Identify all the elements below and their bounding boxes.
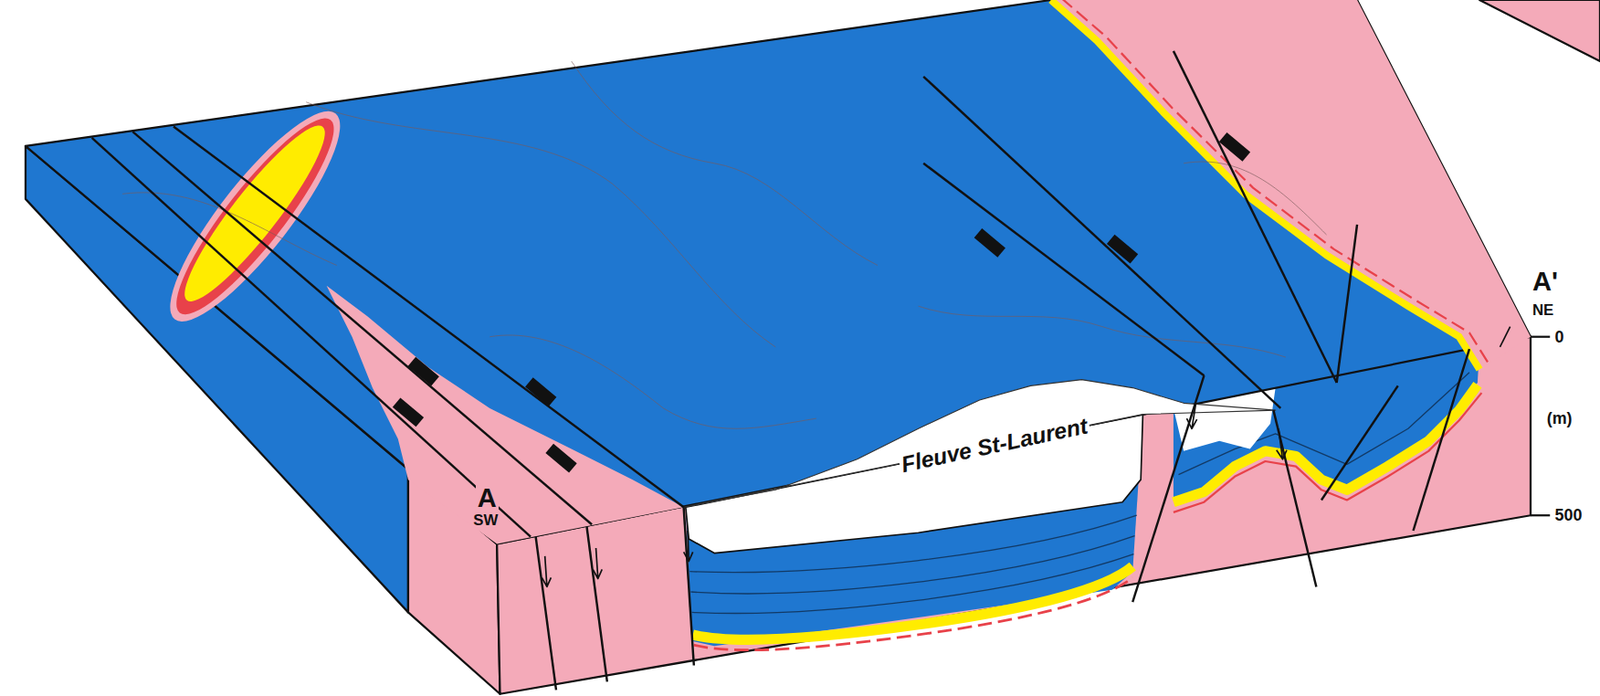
right-block-yellow xyxy=(1173,384,1478,502)
scale-unit: (m) xyxy=(1545,410,1575,429)
pink-outcrop-left xyxy=(326,285,685,545)
scale-value: 500 xyxy=(1553,506,1585,526)
fault-arrows xyxy=(541,326,1510,588)
panel-corner xyxy=(1479,0,1600,62)
contour-lines xyxy=(122,61,1327,429)
basin-red-dashed xyxy=(694,577,1133,650)
top-surface xyxy=(25,0,1531,545)
red-contact-dashed xyxy=(1061,0,1490,366)
river-name: Fleuve St-Laurent xyxy=(897,413,1093,478)
direction-label: NE xyxy=(1530,302,1556,320)
fault-lines xyxy=(92,51,1470,690)
scale-value: 0 xyxy=(1553,328,1567,348)
section-endpoint: A xyxy=(475,484,499,513)
section-endpoint: A' xyxy=(1530,267,1560,296)
basin-layer xyxy=(692,554,1135,614)
river xyxy=(684,379,1276,508)
yellow-contact xyxy=(1051,0,1480,369)
geology-illustration xyxy=(25,0,1600,695)
direction-label: SW xyxy=(471,512,500,530)
basin-yellow xyxy=(693,566,1134,640)
dip-markers xyxy=(392,132,1251,474)
